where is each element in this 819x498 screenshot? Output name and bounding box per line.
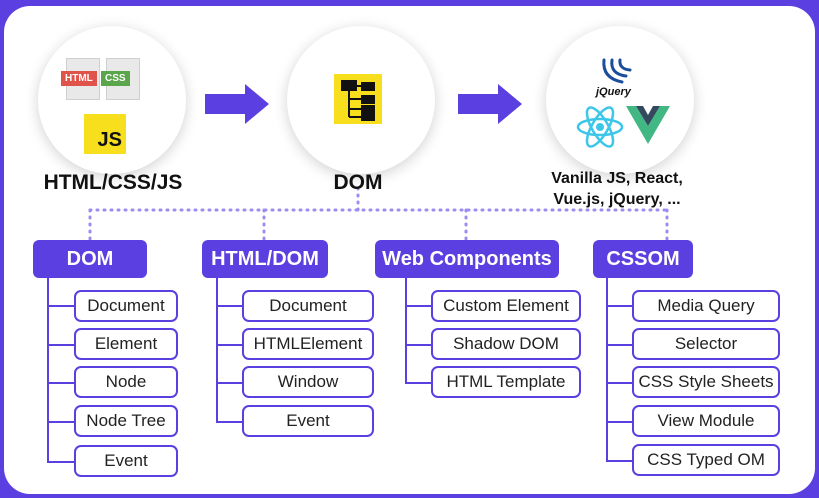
list-item: CSS Typed OM bbox=[632, 444, 780, 476]
list-item: Node Tree bbox=[74, 405, 178, 437]
frameworks-caption-line1: Vanilla JS, React, bbox=[551, 170, 683, 187]
tree-branch bbox=[216, 382, 242, 384]
list-item: Node bbox=[74, 366, 178, 398]
html-file-tag: HTML bbox=[61, 71, 97, 86]
html-css-js-caption: HTML/CSS/JS bbox=[43, 171, 183, 194]
js-logo-text: JS bbox=[97, 129, 122, 151]
tree-branch bbox=[606, 305, 632, 307]
tree-branch bbox=[216, 421, 242, 423]
tree-branch bbox=[405, 382, 431, 384]
arrow-right-icon bbox=[458, 84, 522, 124]
html-file-icon: HTML bbox=[61, 58, 100, 100]
category-web-components-header: Web Components bbox=[375, 240, 559, 278]
dom-caption: DOM bbox=[333, 171, 383, 194]
category-html-dom-header: HTML/DOM bbox=[202, 240, 328, 278]
vue-logo-icon bbox=[626, 106, 670, 144]
jquery-logo-icon bbox=[602, 58, 632, 84]
dom-tree-icon bbox=[334, 74, 382, 124]
arrow-right-icon bbox=[205, 84, 269, 124]
tree-branch bbox=[47, 344, 74, 346]
tree-branch bbox=[405, 305, 431, 307]
frameworks-circle bbox=[546, 26, 694, 174]
tree-branch bbox=[47, 382, 74, 384]
css-file-tag: CSS bbox=[101, 71, 130, 86]
tree-branch bbox=[47, 421, 74, 423]
tree-branch bbox=[47, 305, 74, 307]
tree-branch bbox=[405, 344, 431, 346]
list-item: Shadow DOM bbox=[431, 328, 581, 360]
list-item: Event bbox=[74, 445, 178, 477]
list-item: Selector bbox=[632, 328, 780, 360]
jquery-logo-text: jQuery bbox=[596, 86, 631, 98]
tree-line bbox=[606, 278, 608, 461]
list-item: Element bbox=[74, 328, 178, 360]
frameworks-caption-line2: Vue.js, jQuery, ... bbox=[553, 191, 681, 208]
tree-line bbox=[47, 278, 49, 462]
list-item: Window bbox=[242, 366, 374, 398]
tree-branch bbox=[606, 421, 632, 423]
react-logo-icon bbox=[576, 106, 624, 148]
js-logo-icon: JS bbox=[84, 114, 126, 154]
list-item: Custom Element bbox=[431, 290, 581, 322]
list-item: HTML Template bbox=[431, 366, 581, 398]
tree-branch bbox=[216, 344, 242, 346]
list-item: View Module bbox=[632, 405, 780, 437]
tree-branch bbox=[47, 461, 74, 463]
list-item: CSS Style Sheets bbox=[632, 366, 780, 398]
tree-branch bbox=[606, 460, 632, 462]
list-item: Event bbox=[242, 405, 374, 437]
category-dom-header: DOM bbox=[33, 240, 147, 278]
tree-branch bbox=[606, 382, 632, 384]
css-file-icon: CSS bbox=[101, 58, 140, 100]
tree-line bbox=[405, 278, 407, 383]
tree-branch bbox=[606, 344, 632, 346]
list-item: Media Query bbox=[632, 290, 780, 322]
list-item: Document bbox=[242, 290, 374, 322]
tree-line bbox=[216, 278, 218, 422]
list-item: HTMLElement bbox=[242, 328, 374, 360]
category-cssom-header: CSSOM bbox=[593, 240, 693, 278]
tree-branch bbox=[216, 305, 242, 307]
list-item: Document bbox=[74, 290, 178, 322]
